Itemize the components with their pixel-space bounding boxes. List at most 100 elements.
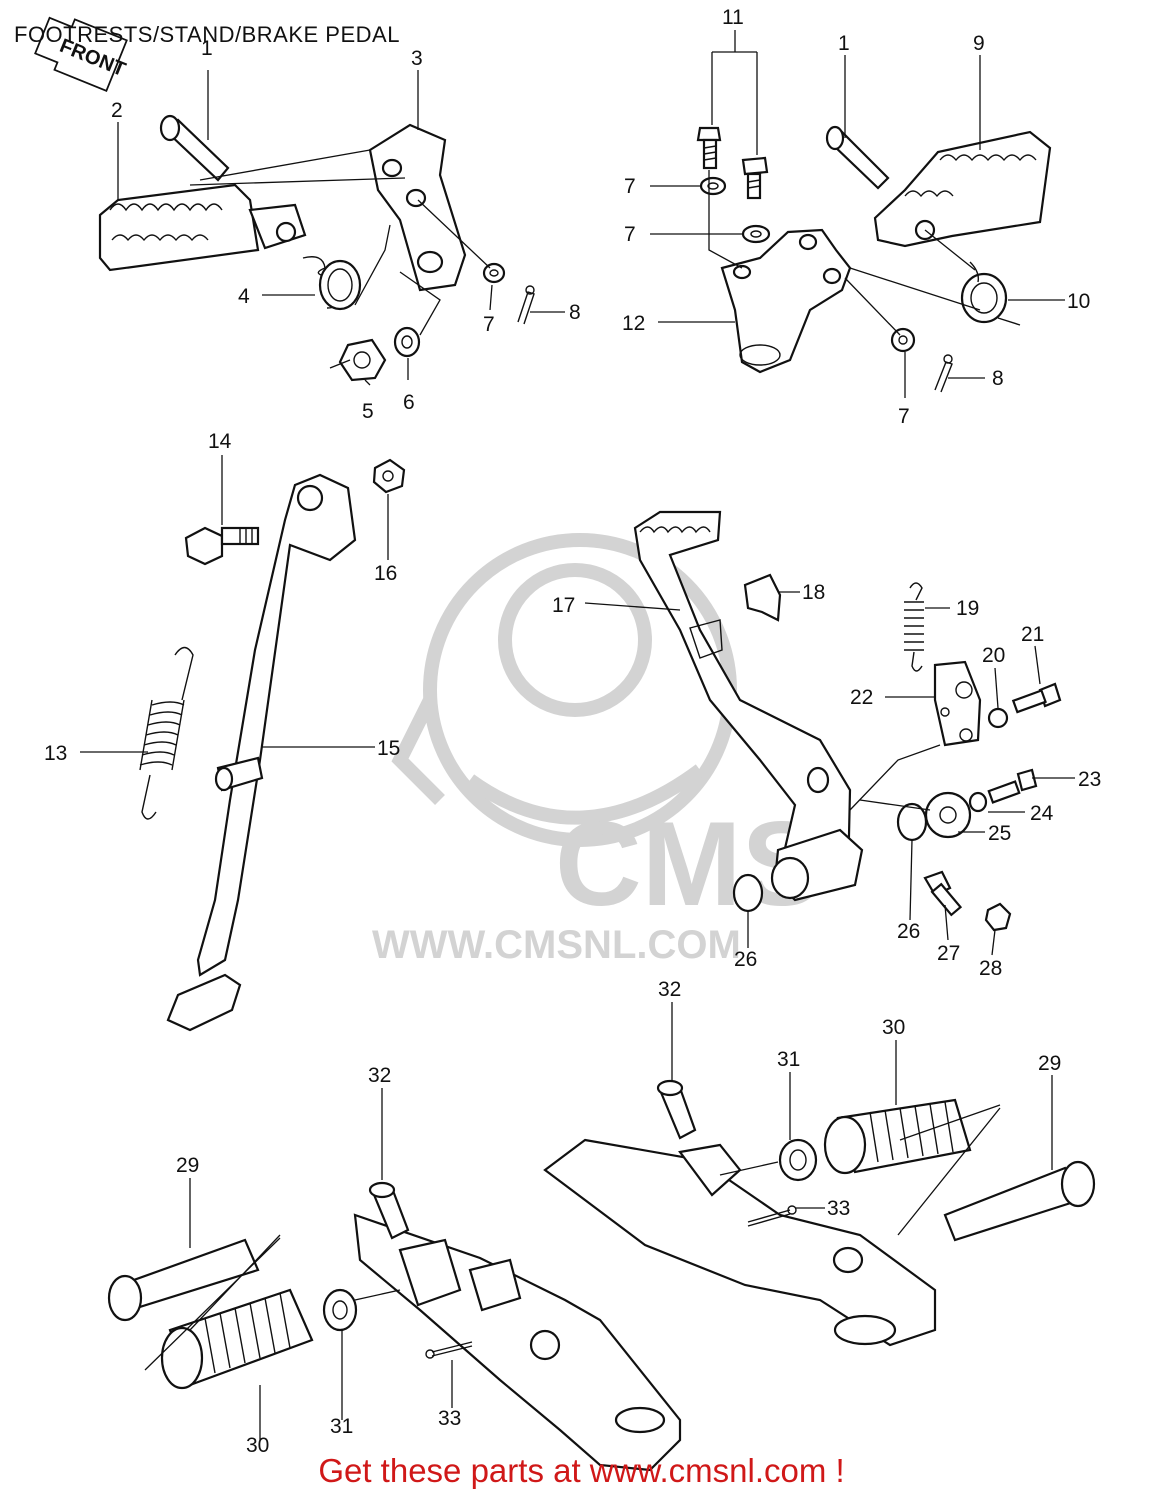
washer <box>699 176 727 196</box>
cotter-pin <box>934 354 953 393</box>
footrest-pin <box>943 1160 1096 1242</box>
rear-footrest-right <box>543 1079 1096 1347</box>
callout-7: 7 <box>898 405 910 428</box>
bolt <box>1011 682 1062 714</box>
callout-31: 31 <box>777 1048 800 1071</box>
clevis-pin <box>656 1079 697 1140</box>
footrest-rubber <box>823 1098 972 1175</box>
left-footrest-assembly <box>98 114 535 382</box>
washer <box>778 1138 818 1182</box>
bolt <box>741 156 769 200</box>
pedal-cap <box>743 573 782 622</box>
stand-nut <box>372 458 406 494</box>
side-stand-assembly <box>139 458 406 1032</box>
callout-15: 15 <box>377 737 400 760</box>
washer <box>482 262 506 284</box>
callout-33: 33 <box>827 1197 850 1220</box>
front-arrow: FRONT <box>34 16 129 92</box>
bolt <box>696 126 722 170</box>
callout-8: 8 <box>569 301 581 324</box>
watermark: CMS WWW.CMSNL.COM <box>372 533 822 967</box>
callout-33: 33 <box>438 1407 461 1430</box>
callout-7: 7 <box>624 175 636 198</box>
callout-21: 20 <box>982 644 1005 667</box>
callout-3: 3 <box>411 47 423 70</box>
washer <box>393 326 421 358</box>
pedal-spring <box>904 582 924 672</box>
side-stand <box>166 473 357 1032</box>
nut <box>338 338 387 382</box>
footrest-bracket <box>720 228 852 374</box>
callout-30: 30 <box>246 1434 269 1457</box>
callout-28: 28 <box>979 957 1002 980</box>
washer <box>741 224 771 244</box>
stand-spring <box>139 646 194 820</box>
footrest-pin <box>159 114 230 182</box>
callout-14: 14 <box>208 430 232 453</box>
adjuster-nut <box>984 902 1012 932</box>
callout-12: 12 <box>622 312 645 335</box>
callout-2: 2 <box>111 99 123 122</box>
footrest-spring <box>302 256 362 311</box>
callout-4: 4 <box>238 285 250 308</box>
footrest-rubber <box>160 1288 314 1390</box>
callout-23: 23 <box>1078 768 1101 791</box>
callout-5: 5 <box>362 400 374 423</box>
callout-7: 7 <box>483 313 495 336</box>
brake-pedal <box>633 510 864 902</box>
right-footrest-assembly <box>696 125 1052 393</box>
footrest-pin <box>825 125 890 190</box>
callout-18: 18 <box>802 581 825 604</box>
callout-26: 26 <box>734 948 757 971</box>
callout-32: 32 <box>658 978 681 1001</box>
o-ring <box>732 873 764 913</box>
left-footrest <box>98 183 307 272</box>
pivot-cover <box>924 791 972 839</box>
callout-24: 24 <box>1030 802 1054 825</box>
washer <box>968 791 988 813</box>
washer <box>890 327 916 353</box>
callout-26: 26 <box>897 920 920 943</box>
clevis-pin <box>368 1181 410 1240</box>
callout-10: 10 <box>1067 290 1090 313</box>
callout-9: 9 <box>973 32 985 55</box>
cotter-pin <box>517 285 535 325</box>
callout-29: 29 <box>176 1154 199 1177</box>
watermark-url: WWW.CMSNL.COM <box>372 923 741 967</box>
callout-30: 30 <box>882 1016 905 1039</box>
washer <box>322 1288 358 1332</box>
cotter-pin <box>425 1341 473 1359</box>
brake-pedal-assembly <box>633 510 1062 932</box>
callout-13: 13 <box>44 742 67 765</box>
page-title: FOOTRESTS/STAND/BRAKE PEDAL <box>14 22 400 47</box>
callout-27: 27 <box>937 942 960 965</box>
bolt <box>987 768 1038 804</box>
callout-16: 16 <box>374 562 397 585</box>
callout-20: 21 <box>1021 623 1044 646</box>
callout-31: 31 <box>330 1415 353 1438</box>
leader-lines <box>80 30 1075 1440</box>
callout-7: 7 <box>624 223 636 246</box>
pedal-plate <box>933 660 982 747</box>
callout-25: 25 <box>988 822 1011 845</box>
callout-22: 22 <box>850 686 873 709</box>
footrest-pin <box>107 1238 260 1322</box>
adjuster-bolt <box>923 870 963 917</box>
callout-8: 8 <box>992 367 1004 390</box>
stand-bolt <box>184 526 260 566</box>
footrest-bracket <box>368 123 467 292</box>
callout-6: 6 <box>403 391 415 414</box>
callout-1: 1 <box>838 32 850 55</box>
callout-32: 32 <box>368 1064 391 1087</box>
right-footrest <box>873 130 1052 248</box>
rear-footrest-left <box>107 1181 682 1472</box>
footrest-spring <box>960 261 1021 326</box>
callout-11: 11 <box>722 6 744 29</box>
callout-17: 17 <box>552 594 575 617</box>
callout-labels: 1 2 3 4 5 6 7 8 11 1 9 7 7 12 10 7 8 14 … <box>44 6 1101 1457</box>
callout-29: 29 <box>1038 1052 1061 1075</box>
footer-link-text[interactable]: Get these parts at www.cmsnl.com ! <box>318 1452 845 1489</box>
washer <box>987 707 1009 729</box>
callout-19: 19 <box>956 597 979 620</box>
